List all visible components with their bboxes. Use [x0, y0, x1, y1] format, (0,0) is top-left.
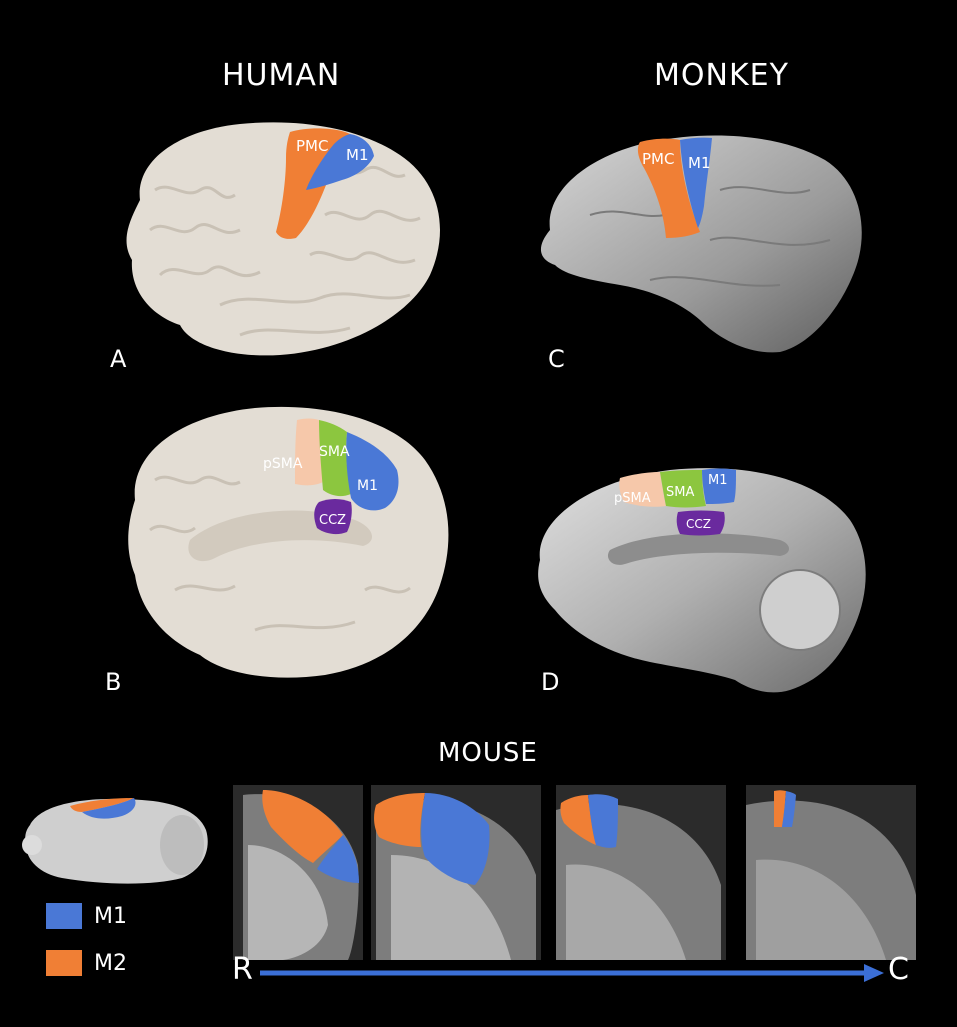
legend-m1-label: M1: [94, 904, 127, 929]
mouse-section-4: [746, 785, 916, 960]
monkey-lateral-m1-label: M1: [688, 154, 711, 172]
monkey-medial-ccz-label: CCZ: [686, 517, 711, 531]
legend-m1-swatch: [46, 903, 82, 929]
axis-label-rostral: R: [232, 952, 253, 987]
legend-m2-label: M2: [94, 951, 127, 976]
arrowhead-icon: [864, 964, 884, 982]
monkey-lateral-brain: PMC M1: [530, 120, 870, 360]
mouse-brain-cerebellum: [160, 815, 204, 875]
human-lateral-brain: PMC M1: [110, 110, 450, 360]
monkey-medial-sma-label: SMA: [666, 485, 694, 500]
human-heading: HUMAN: [222, 58, 340, 93]
human-medial-brain: pSMA SMA M1 CCZ: [105, 390, 465, 690]
monkey-lateral-pmc-label: PMC: [642, 150, 674, 168]
human-medial-m1-label: M1: [357, 478, 378, 494]
human-lateral-m1-label: M1: [346, 146, 369, 164]
axis-label-caudal: C: [888, 952, 909, 987]
human-medial-ccz-label: CCZ: [319, 513, 346, 528]
mouse-brain-olfactory: [22, 835, 42, 855]
monkey-heading: MONKEY: [654, 58, 789, 93]
monkey-medial-brain: pSMA SMA M1 CCZ: [530, 440, 875, 710]
monkey-medial-cerebellum: [760, 570, 840, 650]
panel-label-d: D: [541, 668, 559, 696]
human-medial-sma-label: SMA: [319, 444, 350, 460]
human-lateral-cortex: [127, 122, 440, 355]
panel-label-a: A: [110, 345, 126, 373]
mouse-heading: MOUSE: [438, 738, 538, 768]
monkey-medial-psma-label: pSMA: [614, 491, 651, 506]
mouse-section-1: [233, 785, 363, 960]
rostral-caudal-arrow: [258, 960, 888, 986]
human-medial-cortex: [128, 407, 448, 678]
monkey-medial-m1-label: M1: [708, 473, 728, 488]
panel-label-c: C: [548, 345, 565, 373]
human-lateral-pmc-label: PMC: [296, 137, 328, 155]
panel-label-b: B: [105, 668, 121, 696]
mouse-whole-brain: [22, 790, 212, 890]
legend-m2-swatch: [46, 950, 82, 976]
mouse-section-3: [556, 785, 726, 960]
human-medial-psma-label: pSMA: [263, 456, 303, 472]
mouse-section-2: [371, 785, 541, 960]
